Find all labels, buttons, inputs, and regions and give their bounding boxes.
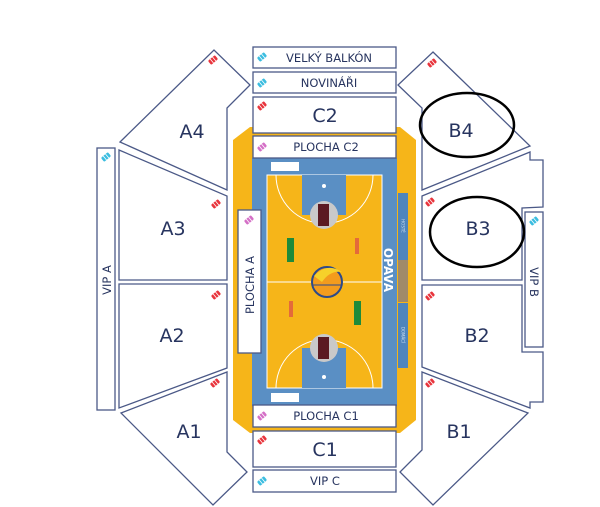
basket-bottom: [322, 375, 326, 379]
sponsor-board: [271, 393, 299, 402]
section-label: A3: [160, 218, 185, 240]
section-label: C1: [312, 439, 337, 461]
section-plocha-c2[interactable]: PLOCHA C2: [252, 135, 397, 159]
sponsor-small: [289, 301, 293, 317]
section-label: C2: [312, 105, 337, 127]
sponsor-bottom: [318, 337, 329, 359]
section-label: VIP B: [527, 267, 541, 297]
section-label: VELKÝ BALKÓN: [286, 50, 372, 65]
section-label: PLOCHA C1: [293, 409, 359, 423]
section-novinari[interactable]: NOVINÁŘI: [252, 71, 397, 94]
basket-top: [322, 184, 326, 188]
sponsor-board: [271, 162, 299, 171]
section-plocha-a[interactable]: PLOCHA A: [237, 209, 262, 354]
bench-away: [398, 193, 408, 260]
section-label: B2: [464, 325, 489, 347]
section-a2[interactable]: A2: [118, 283, 228, 409]
section-label: PLOCHA A: [243, 256, 257, 314]
section-label: NOVINÁŘI: [301, 75, 358, 90]
section-a3[interactable]: A3: [118, 149, 228, 281]
sponsor-top: [318, 204, 329, 226]
section-label: A4: [179, 121, 204, 143]
sponsor-small: [355, 238, 359, 254]
court: OPAVA HOSTÉ DOMÁCÍ: [233, 127, 416, 433]
sponsor-green: [354, 301, 361, 325]
bench-home: [398, 303, 408, 368]
team-name: OPAVA: [381, 248, 395, 293]
section-vip-a[interactable]: VIP A: [96, 147, 116, 411]
sponsor-green: [287, 238, 294, 262]
section-label: A1: [176, 421, 201, 443]
section-label: B3: [465, 218, 490, 240]
section-b3[interactable]: B3: [421, 151, 544, 281]
highlight-circle-b4: [418, 91, 516, 159]
section-label: PLOCHA C2: [293, 140, 359, 154]
section-label: A2: [159, 325, 184, 347]
section-a1[interactable]: A1: [119, 371, 248, 506]
section-a4[interactable]: A4: [118, 49, 251, 192]
section-velky-balkon[interactable]: VELKÝ BALKÓN: [252, 46, 397, 69]
scorer-table: [398, 260, 408, 302]
section-vip-b[interactable]: VIP B: [524, 211, 544, 348]
section-plocha-c1[interactable]: PLOCHA C1: [252, 404, 397, 428]
section-b4[interactable]: B4: [397, 51, 532, 191]
section-b1[interactable]: B1: [399, 371, 530, 506]
highlight-circle-b3: [428, 195, 526, 269]
team-logo-icon: [311, 266, 343, 298]
bench-home-label: DOMÁCÍ: [401, 327, 406, 344]
bench-away-label: HOSTÉ: [401, 219, 406, 233]
section-label: VIP A: [100, 265, 114, 295]
section-label: VIP C: [310, 474, 340, 488]
section-label: B4: [448, 120, 473, 142]
section-vip-c[interactable]: VIP C: [252, 469, 397, 493]
section-label: B1: [446, 421, 471, 443]
section-b2[interactable]: B2: [421, 284, 544, 409]
section-c2[interactable]: C2: [252, 96, 397, 134]
section-c1[interactable]: C1: [252, 430, 397, 468]
